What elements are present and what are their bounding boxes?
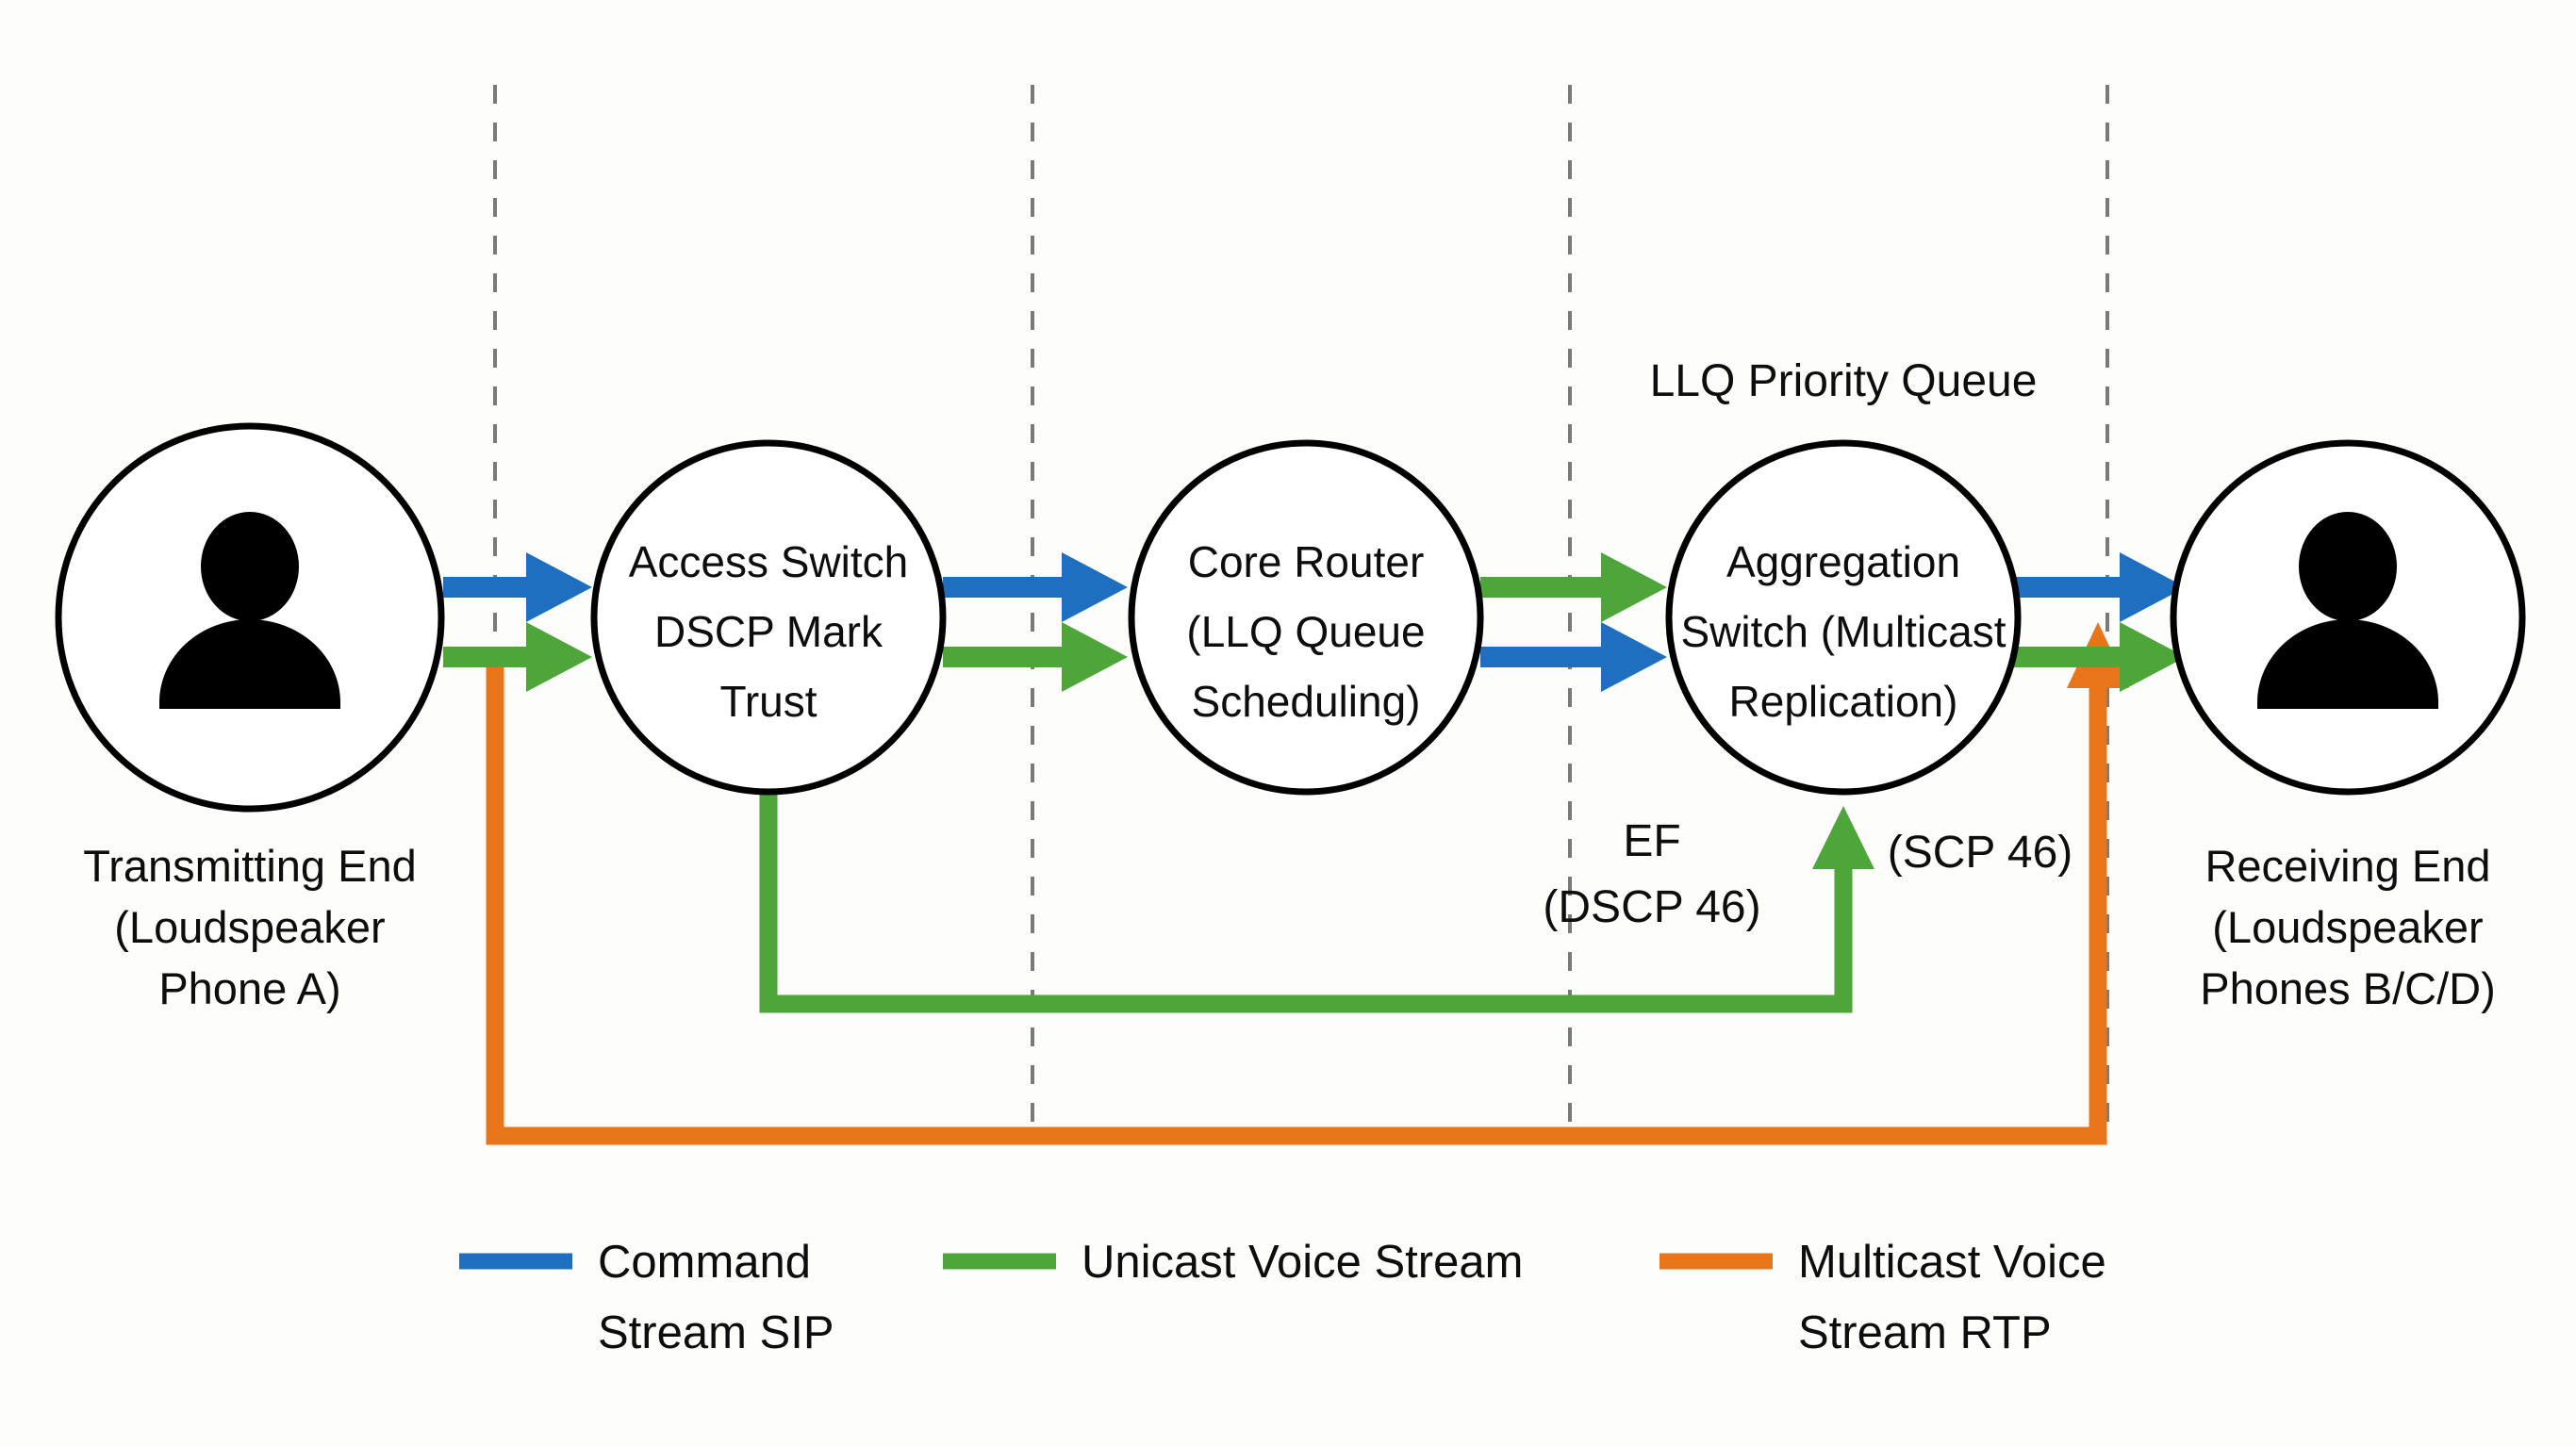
arrow-access-to-core-unicast [943,622,1128,692]
annotation-llq-priority-queue: LLQ Priority Queue [1650,356,2038,406]
legend-label-line-1: Unicast Voice Stream [1082,1237,1523,1288]
caption-line-2: (Loudspeaker [2212,902,2483,952]
arrow-core-to-agg-command [1480,622,1667,692]
legend: Command Stream SIP Unicast Voice Stream … [459,1237,2106,1358]
caption-line-1: Receiving End [2204,841,2490,891]
caption-line-2: (Loudspeaker [114,902,385,952]
node-core-router[interactable]: Core Router (LLQ Queue Scheduling) [1128,439,1484,796]
caption-receiving-end: Receiving End (Loudspeaker Phones B/C/D) [2200,841,2495,1013]
node-label-line-1: Core Router [1188,537,1425,586]
node-label-line-2: (LLQ Queue [1186,607,1425,656]
arrow-head [1062,552,1128,622]
arrow-core-to-agg-unicast [1480,552,1667,622]
arrow-head [1062,622,1128,692]
node-label-line-3: Trust [719,677,817,726]
arrow-head [2120,622,2186,692]
node-label-line-1: Aggregation [1726,537,1960,586]
legend-label-line-1: Command [598,1237,811,1288]
annotation-ef-line-2: (DSCP 46) [1543,882,1760,932]
caption-transmitting-end: Transmitting End (Loudspeaker Phone A) [83,841,417,1013]
legend-label-line-1: Multicast Voice [1798,1237,2106,1288]
node-aggregation-switch[interactable]: Aggregation Switch (Multicast Replicatio… [1665,439,2022,796]
node-label-line-1: Access Switch [629,537,909,586]
node-label-line-2: DSCP Mark [654,607,883,656]
legend-item-multicast-voice-stream-rtp: Multicast Voice Stream RTP [1660,1237,2106,1358]
legend-label-line-2: Stream RTP [1798,1307,2052,1358]
arrow-head [526,622,592,692]
node-label-line-3: Scheduling) [1192,677,1421,726]
caption-line-3: Phones B/C/D) [2200,963,2495,1013]
person-icon [159,512,340,709]
multicast-path [486,657,2107,1145]
node-transmitting-end[interactable] [55,422,445,813]
caption-line-3: Phone A) [158,963,340,1013]
node-label-line-3: Replication) [1729,677,1958,726]
unicast-return-path [759,782,1853,1013]
legend-item-command-stream-sip: Command Stream SIP [459,1237,834,1358]
node-receiving-end[interactable] [2170,439,2526,796]
node-circle [590,439,947,796]
arrow-agg-to-rx-command [2008,552,2186,622]
node-circle [1665,439,2022,796]
node-label-line-2: Switch (Multicast [1680,607,2006,656]
arrow-tx-to-access-unicast [443,622,592,692]
arrow-head [526,552,592,622]
node-access-switch[interactable]: Access Switch DSCP Mark Trust [590,439,947,796]
unicast-return-arrowhead [1812,806,1874,869]
arrow-head [1601,622,1667,692]
caption-line-1: Transmitting End [83,841,417,891]
annotation-scp-46: (SCP 46) [1888,828,2073,878]
node-circle [1128,439,1484,796]
arrow-agg-to-rx-unicast [2008,622,2186,692]
annotation-ef-line-1: EF [1623,816,1680,866]
flow-unicast-return-path [759,782,1874,1013]
arrow-tx-to-access-command [443,552,592,622]
arrow-head [1601,552,1667,622]
person-icon [2257,512,2438,709]
arrow-access-to-core-command [943,552,1128,622]
legend-label-line-2: Stream SIP [598,1307,834,1358]
legend-item-unicast-voice-stream: Unicast Voice Stream [943,1237,1523,1288]
arrow-head [2120,552,2186,622]
